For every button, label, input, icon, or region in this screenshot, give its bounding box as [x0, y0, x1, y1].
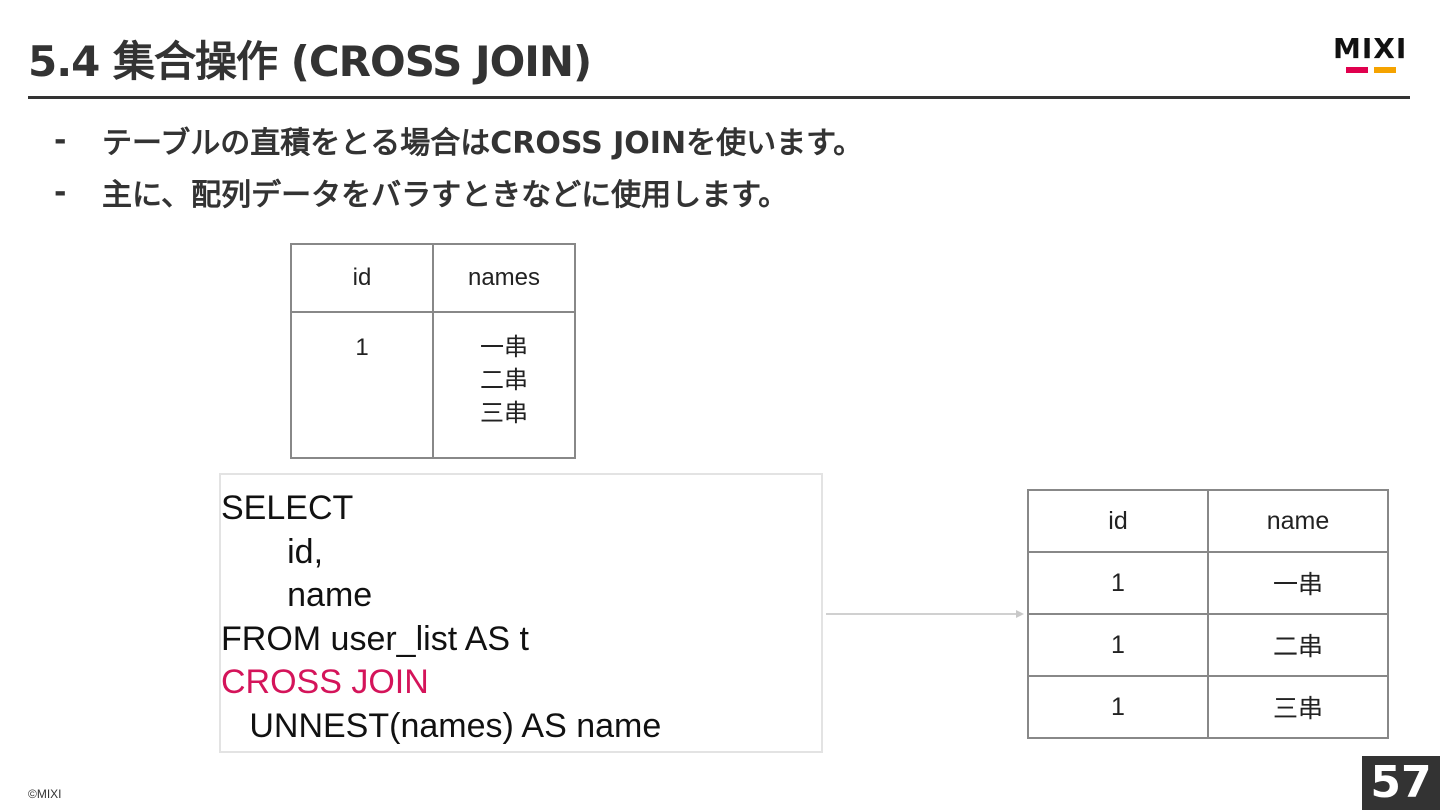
- header-cell-id: id: [1027, 489, 1209, 553]
- sql-line: FROM user_list AS t: [221, 619, 529, 658]
- logo-bar-orange: [1374, 67, 1396, 73]
- header-cell-name: name: [1207, 489, 1389, 553]
- array-item: 二串: [480, 367, 528, 394]
- bullet-item: - テーブルの直積をとる場合はCROSS JOINを使います。: [54, 114, 863, 166]
- logo-text: MIXI: [1333, 32, 1408, 65]
- cell-id: 1: [1027, 675, 1209, 739]
- cell-name: 一串: [1207, 551, 1389, 615]
- bullet-text: 主に、配列データをバラすときなどに使用します。: [102, 178, 789, 213]
- bullet-text: テーブルの直積をとる場合はCROSS JOINを使います。: [102, 126, 864, 161]
- sql-line-highlight: CROSS JOIN: [221, 663, 429, 701]
- header-cell-names: names: [432, 243, 576, 313]
- header-cell-id: id: [290, 243, 434, 313]
- bullet-item: - 主に、配列データをバラすときなどに使用します。: [54, 166, 863, 218]
- arrow-icon: [826, 610, 1024, 618]
- bullet-marker: -: [54, 122, 67, 158]
- sql-line: UNNEST(names) AS name: [221, 706, 662, 745]
- table-header-row: id name: [1027, 489, 1389, 553]
- sql-line: name: [221, 576, 373, 614]
- copyright: ©MIXI: [28, 787, 62, 801]
- table-header-row: id names: [290, 243, 576, 313]
- table-row: 1 一串 二串 三串: [290, 311, 576, 459]
- table-row: 1 二串: [1027, 613, 1389, 677]
- cell-name: 三串: [1207, 675, 1389, 739]
- title-divider: [28, 96, 1410, 99]
- cell-names: 一串 二串 三串: [432, 311, 576, 459]
- table-row: 1 三串: [1027, 675, 1389, 739]
- table-row: 1 一串: [1027, 551, 1389, 615]
- bullet-list: - テーブルの直積をとる場合はCROSS JOINを使います。 - 主に、配列デ…: [54, 114, 863, 218]
- cell-id: 1: [1027, 551, 1209, 615]
- logo-bar-pink: [1346, 67, 1368, 73]
- array-item: 一串: [480, 334, 528, 361]
- cell-id: 1: [1027, 613, 1209, 677]
- sql-query-box: SELECT id, name FROM user_list AS t CROS…: [219, 473, 823, 753]
- bullet-marker: -: [54, 174, 67, 210]
- cell-id: 1: [290, 311, 434, 459]
- source-table: id names 1 一串 二串 三串: [290, 243, 576, 459]
- page-number: 57: [1362, 756, 1440, 810]
- slide-title: 5.4 集合操作 (CROSS JOIN): [28, 37, 592, 86]
- array-item: 三串: [480, 400, 528, 427]
- mixi-logo: MIXI: [1333, 34, 1411, 74]
- cell-name: 二串: [1207, 613, 1389, 677]
- result-table: id name 1 一串 1 二串 1 三串: [1027, 489, 1389, 739]
- sql-line: id,: [221, 532, 324, 571]
- sql-line: SELECT: [221, 489, 354, 527]
